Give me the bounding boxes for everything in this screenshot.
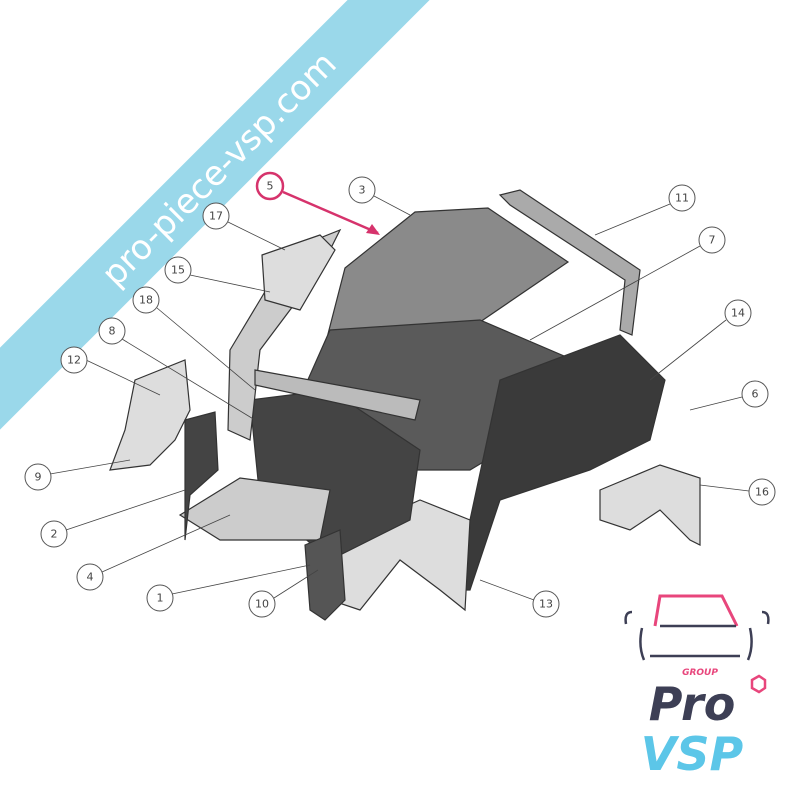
- svg-text:5: 5: [267, 180, 274, 193]
- callout-17: 17: [202, 202, 230, 230]
- svg-text:9: 9: [35, 471, 42, 484]
- svg-text:17: 17: [209, 210, 223, 223]
- svg-text:4: 4: [87, 571, 94, 584]
- callout-12: 12: [60, 346, 88, 374]
- svg-text:12: 12: [67, 354, 81, 367]
- part-rear-panel: [261, 234, 336, 311]
- svg-text:18: 18: [139, 294, 153, 307]
- callout-1: 1: [146, 584, 174, 612]
- provsp-logo: GROUP Pro VSP: [624, 594, 770, 781]
- part-inner-wing: [184, 411, 219, 541]
- callout-15: 15: [164, 256, 192, 284]
- part-front-panel: [109, 359, 191, 471]
- leader-lines: [49, 195, 750, 601]
- svg-text:2: 2: [51, 528, 58, 541]
- part-wheel-arch: [599, 464, 701, 546]
- svg-text:1: 1: [157, 592, 164, 605]
- callout-7: 7: [698, 226, 726, 254]
- callout-9: 9: [24, 463, 52, 491]
- callout-3: 3: [348, 176, 376, 204]
- svg-text:10: 10: [255, 598, 269, 611]
- callout-11: 11: [668, 184, 696, 212]
- logo-group: GROUP: [682, 668, 718, 678]
- svg-text:15: 15: [171, 264, 185, 277]
- part-windscreen-bar: [254, 369, 421, 421]
- callout-14: 14: [724, 299, 752, 327]
- callout-5: 5: [255, 171, 380, 235]
- svg-text:8: 8: [109, 325, 116, 338]
- callout-13: 13: [532, 590, 560, 618]
- callout-4: 4: [76, 563, 104, 591]
- svg-text:14: 14: [731, 307, 745, 320]
- svg-text:3: 3: [359, 184, 366, 197]
- logo-vsp: VSP: [641, 727, 744, 781]
- svg-text:11: 11: [675, 192, 689, 205]
- svg-text:7: 7: [709, 234, 716, 247]
- callout-6: 6: [741, 380, 769, 408]
- part-side-panel: [304, 529, 346, 621]
- callout-18: 18: [132, 286, 160, 314]
- callout-2: 2: [40, 520, 68, 548]
- svg-text:6: 6: [752, 388, 759, 401]
- svg-text:13: 13: [539, 598, 553, 611]
- logo-pro: Pro: [649, 677, 736, 731]
- car-body: [109, 189, 701, 621]
- callout-8: 8: [98, 317, 126, 345]
- part-front-floor: [178, 477, 331, 541]
- part-rear-frame: [498, 189, 641, 336]
- svg-text:16: 16: [755, 486, 769, 499]
- callout-10: 10: [248, 590, 276, 618]
- callout-16: 16: [748, 478, 776, 506]
